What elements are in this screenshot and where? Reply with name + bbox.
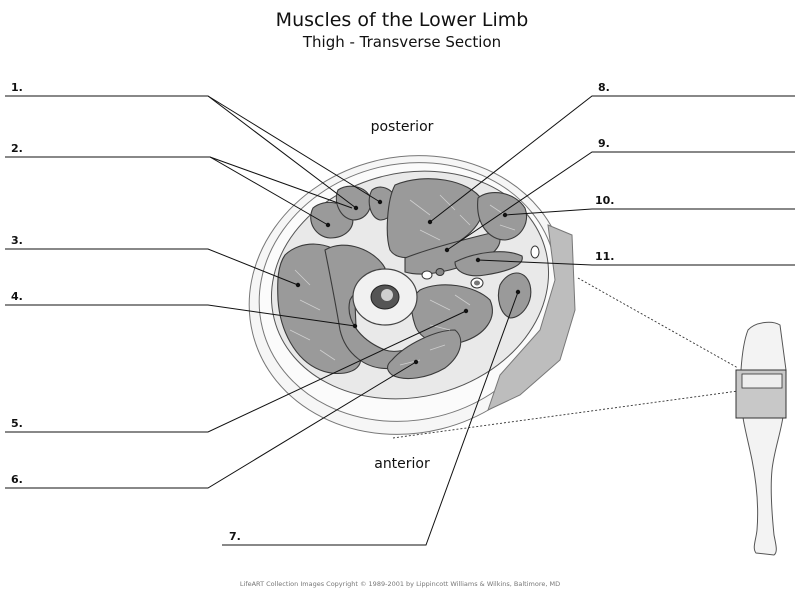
leader-5	[5, 310, 467, 433]
leader-2b	[209, 156, 353, 209]
muscle-11	[454, 251, 523, 277]
leader-1b	[207, 95, 381, 203]
diagram-subtitle: Thigh - Transverse Section	[302, 33, 501, 51]
label-2: 2.	[11, 142, 23, 155]
muscle-7	[497, 272, 532, 319]
posterior-label: posterior	[371, 119, 434, 135]
leader-1a	[5, 95, 357, 209]
label-7: 7.	[229, 530, 241, 543]
label-5: 5.	[11, 417, 23, 430]
leader-6	[5, 361, 417, 489]
leader-3	[5, 248, 299, 286]
leg-inset-icon	[735, 321, 787, 556]
label-1: 1.	[11, 81, 23, 94]
leader-11	[477, 259, 795, 266]
lateral-fascia-band	[487, 224, 576, 411]
leader-8	[429, 95, 795, 223]
leader-7	[222, 291, 519, 546]
thigh-cross-section	[248, 155, 576, 435]
muscle-6	[386, 329, 462, 380]
leader-9	[446, 151, 795, 251]
diagram-title: Muscles of the Lower Limb	[276, 9, 529, 31]
leader-2a	[5, 156, 329, 226]
label-11: 11.	[595, 250, 615, 263]
neurovascular-bundle	[421, 245, 540, 289]
label-10: 10.	[595, 194, 615, 207]
leader-lines	[5, 95, 795, 546]
label-3: 3.	[11, 234, 23, 247]
label-6: 6.	[11, 473, 23, 486]
muscle-5	[411, 284, 493, 345]
label-4: 4.	[11, 290, 23, 303]
label-8: 8.	[598, 81, 610, 94]
section-guide-lines	[392, 277, 739, 439]
label-9: 9.	[598, 137, 610, 150]
anterior-label: anterior	[374, 456, 430, 472]
pointer-dots	[295, 199, 521, 365]
muscle-9	[404, 231, 501, 275]
femur-marrow-center	[381, 289, 393, 301]
number-labels: 1. 2. 3. 4. 5. 6. 7. 8. 9. 10. 11.	[11, 81, 615, 543]
copyright-text: LifeART Collection Images Copyright © 19…	[240, 580, 560, 588]
leader-4	[5, 304, 356, 327]
leader-10	[504, 208, 795, 216]
